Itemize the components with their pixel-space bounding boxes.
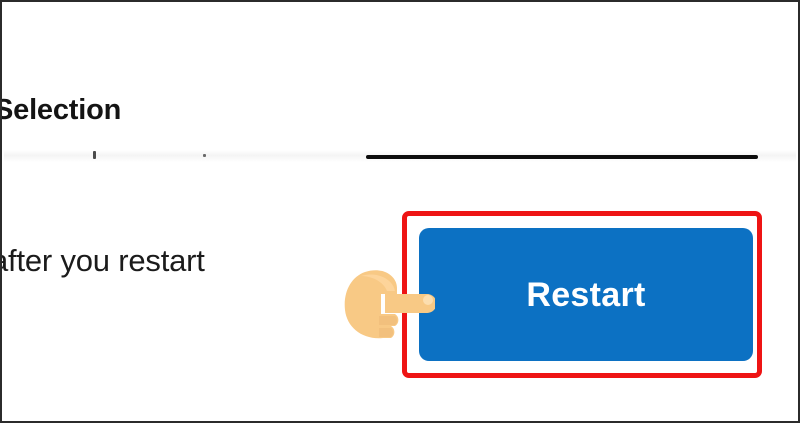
clipped-text-remnant-left — [93, 151, 96, 159]
body-text: after you restart — [0, 243, 205, 278]
clipped-text-remnant-right — [203, 154, 206, 157]
restart-button[interactable]: Restart — [419, 228, 753, 361]
restart-button-label: Restart — [526, 275, 646, 314]
section-heading: Selection — [0, 94, 122, 126]
divider-rule — [366, 155, 758, 159]
